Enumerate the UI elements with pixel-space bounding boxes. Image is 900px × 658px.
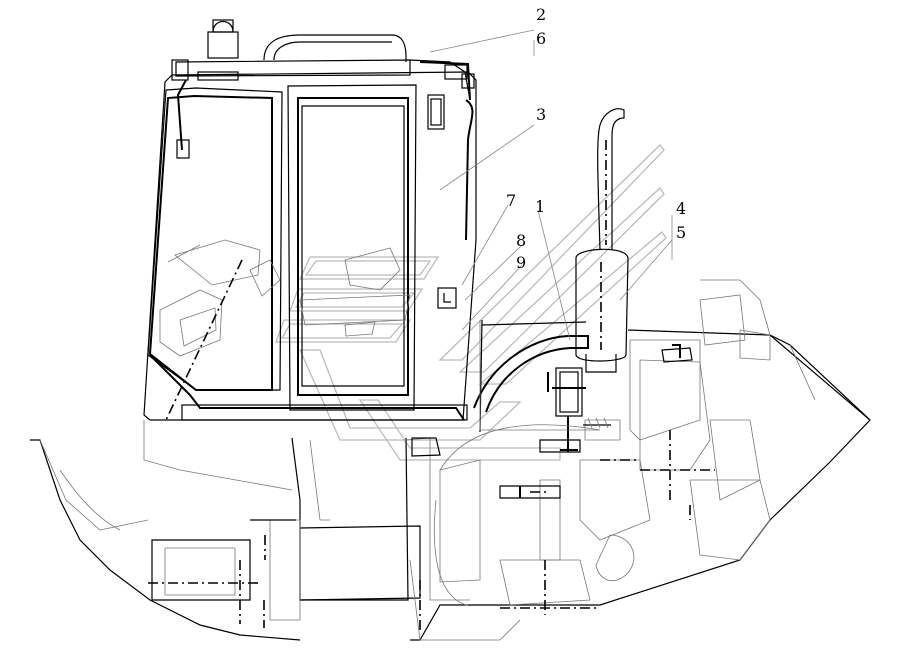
callout-6: 6: [536, 29, 546, 48]
roof-equipment: [171, 19, 475, 241]
control-linkage: [499, 367, 586, 499]
cab-interior: [159, 239, 411, 421]
rear-fender: [30, 420, 301, 641]
callout-4: 4: [676, 199, 686, 218]
transmission-housing: [148, 437, 481, 630]
leader-lines: [429, 29, 673, 341]
callout-2: 2: [536, 5, 546, 24]
callout-5: 5: [676, 223, 686, 242]
callout-7: 7: [506, 191, 516, 210]
callout-1: 1: [535, 197, 545, 216]
track-frame: [409, 279, 771, 641]
engine-block: [499, 294, 771, 615]
callout-9: 9: [516, 253, 526, 272]
callout-labels: 2 6 3 7 1 4 5 8 9: [506, 5, 686, 272]
operator-cab: [143, 71, 477, 421]
callout-8: 8: [516, 231, 526, 250]
callout-3: 3: [536, 105, 546, 124]
exhaust-stack: [575, 108, 629, 373]
